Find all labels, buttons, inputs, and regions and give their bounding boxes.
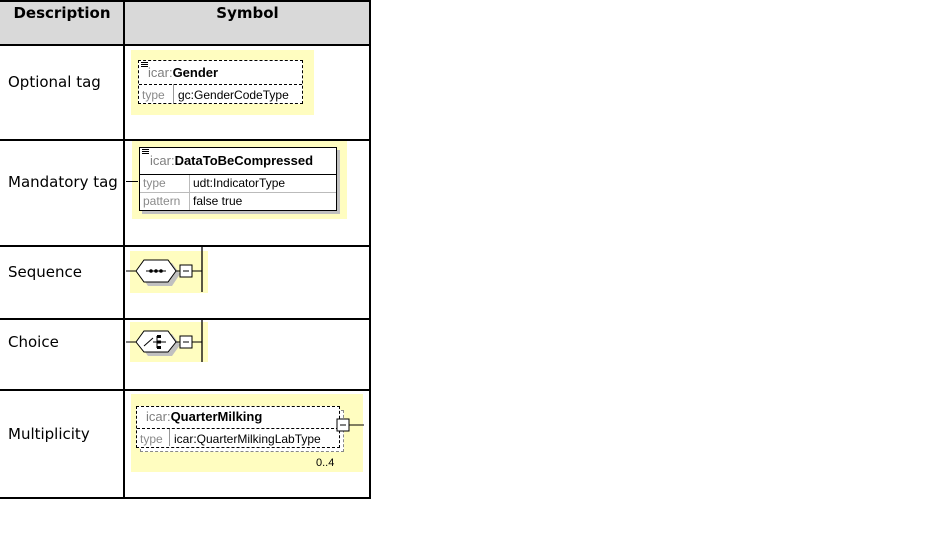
grid-line <box>0 139 371 141</box>
attribute-divider <box>137 428 339 429</box>
collapse-minus-icon <box>336 418 364 432</box>
attribute-key: type <box>143 176 166 190</box>
attribute-divider <box>139 84 302 85</box>
attribute-separator <box>169 429 170 446</box>
row-description: Sequence <box>8 263 82 281</box>
multiplicity-element-box: icar:QuarterMilking type icar:QuarterMil… <box>136 406 340 448</box>
documentation-icon <box>141 62 148 68</box>
attribute-separator <box>189 175 190 210</box>
element-name: icar:DataToBeCompressed <box>150 153 313 168</box>
grid-line <box>369 0 371 499</box>
table-header-background <box>0 0 370 45</box>
occurrence-label: 0..4 <box>316 457 335 469</box>
attribute-row: type icar:QuarterMilkingLabType <box>137 429 339 446</box>
attribute-key: type <box>142 88 165 102</box>
choice-compositor-icon <box>126 318 203 362</box>
attribute-row: pattern false true <box>140 194 336 210</box>
connector-line <box>126 181 138 182</box>
attribute-row: type udt:IndicatorType <box>140 176 336 193</box>
symbol-legend-table: Description Symbol Optional tag Mandator… <box>0 0 371 499</box>
grid-line <box>0 44 371 46</box>
element-prefix: icar: <box>146 409 171 424</box>
grid-line <box>0 318 371 320</box>
element-prefix: icar: <box>148 65 173 80</box>
grid-line <box>0 0 371 2</box>
attribute-value: udt:IndicatorType <box>193 176 286 190</box>
documentation-icon <box>142 149 149 155</box>
element-local-name: QuarterMilking <box>170 409 263 424</box>
header-symbol: Symbol <box>216 4 279 22</box>
attribute-value: icar:QuarterMilkingLabType <box>174 432 321 446</box>
attribute-key: pattern <box>143 194 181 208</box>
element-prefix: icar: <box>150 153 175 168</box>
attribute-key: type <box>140 432 163 446</box>
row-description: Choice <box>8 333 59 351</box>
row-description: Optional tag <box>8 73 101 91</box>
header-description: Description <box>13 4 111 22</box>
attribute-value: false true <box>193 194 243 208</box>
element-local-name: DataToBeCompressed <box>174 153 314 168</box>
element-local-name: Gender <box>172 65 219 80</box>
mandatory-element-box: icar:DataToBeCompressed type udt:Indicat… <box>139 147 337 211</box>
element-name: icar:QuarterMilking <box>146 409 262 424</box>
attribute-divider <box>140 192 336 193</box>
grid-line <box>123 0 125 499</box>
attribute-row: type gc:GenderCodeType <box>139 84 302 103</box>
row-description: Multiplicity <box>8 425 90 443</box>
attribute-divider <box>140 174 336 175</box>
element-name: icar:Gender <box>148 65 218 80</box>
row-description: Mandatory tag <box>8 173 118 191</box>
grid-line <box>0 245 371 247</box>
sequence-compositor-icon <box>126 246 203 292</box>
attribute-separator <box>173 84 174 103</box>
optional-element-box: icar:Gender type gc:GenderCodeType <box>138 60 303 104</box>
grid-line <box>0 389 371 391</box>
attribute-value: gc:GenderCodeType <box>178 88 289 102</box>
grid-line <box>0 497 371 499</box>
